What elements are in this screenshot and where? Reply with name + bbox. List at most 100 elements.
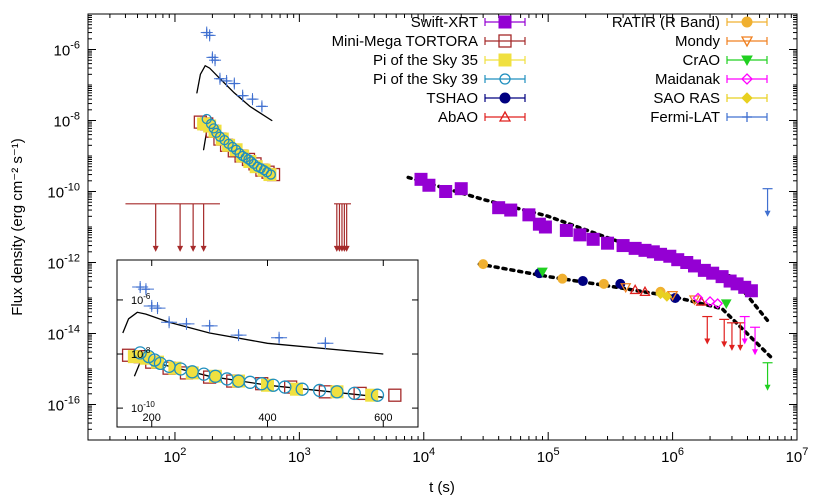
data-point bbox=[712, 298, 724, 309]
legend-label: SAO RAS bbox=[653, 90, 720, 107]
series-crao bbox=[537, 267, 773, 391]
data-point bbox=[720, 299, 732, 310]
inset-data-point bbox=[388, 388, 402, 402]
upper-limit-arrow-head bbox=[200, 245, 207, 252]
data-point-shape bbox=[601, 236, 615, 250]
y-tick-label: 10-8 bbox=[54, 111, 80, 131]
legend-marker-shape bbox=[741, 73, 753, 85]
legend-marker-shape bbox=[498, 34, 512, 48]
upper-limit-point bbox=[764, 188, 771, 217]
data-point bbox=[586, 232, 600, 246]
data-point-shape bbox=[439, 185, 453, 198]
data-point bbox=[492, 201, 506, 215]
inset-data-point bbox=[312, 383, 327, 398]
inset-data-point bbox=[165, 318, 174, 327]
model-curve-fermi-model bbox=[196, 64, 273, 122]
inset-data-point-shape bbox=[153, 356, 168, 371]
inset-data-point bbox=[205, 321, 214, 330]
inset-model-curve-fermi-model bbox=[122, 311, 384, 355]
data-point-shape bbox=[538, 220, 552, 234]
data-point bbox=[238, 91, 247, 100]
data-point bbox=[620, 283, 632, 294]
upper-limit-arrow-head bbox=[152, 245, 159, 252]
inset-data-point-shape bbox=[133, 346, 147, 360]
data-point bbox=[230, 79, 239, 88]
data-point bbox=[504, 203, 518, 217]
data-point-shape bbox=[454, 182, 468, 196]
inset-data-point-shape bbox=[388, 388, 402, 402]
upper-limit-point-head bbox=[721, 341, 728, 348]
inset-data-point bbox=[275, 333, 284, 342]
data-point bbox=[211, 56, 220, 65]
legend-marker bbox=[499, 92, 511, 104]
data-point-shape bbox=[265, 169, 277, 180]
data-point bbox=[559, 223, 573, 237]
data-point bbox=[577, 276, 588, 287]
legend-label: AbAO bbox=[438, 109, 478, 126]
data-point-shape bbox=[577, 276, 588, 287]
data-point bbox=[639, 285, 651, 296]
upper-limit-point bbox=[764, 362, 771, 391]
series-maidanak bbox=[692, 292, 761, 356]
inset-data-point-shape bbox=[370, 388, 385, 402]
y-tick-label: 10-10 bbox=[47, 182, 80, 202]
legend-label: Pi of the Sky 39 bbox=[373, 71, 478, 88]
upper-limit-point bbox=[741, 316, 748, 345]
legend-entry-ratir-r-band: RATIR (R Band) bbox=[612, 14, 768, 31]
legend-marker-shape bbox=[499, 73, 511, 85]
legend-marker-shape bbox=[498, 110, 512, 122]
inset-data-point bbox=[321, 339, 330, 348]
upper-limit-point-head bbox=[704, 338, 711, 345]
data-point bbox=[478, 259, 489, 270]
data-point-shape bbox=[522, 208, 536, 222]
data-point-shape bbox=[688, 295, 701, 306]
inset-data-point bbox=[153, 304, 162, 313]
series-swift-xrt bbox=[414, 172, 758, 298]
upper-limit-point bbox=[752, 327, 759, 356]
data-point bbox=[616, 239, 630, 253]
data-point bbox=[454, 182, 468, 196]
legend-marker bbox=[741, 73, 753, 85]
legend-label: Mini-Mega TORTORA bbox=[332, 33, 478, 50]
inset-y-tick-label: 10-8 bbox=[131, 346, 151, 361]
data-point-shape bbox=[573, 228, 587, 242]
x-tick-label: 103 bbox=[288, 446, 311, 466]
legend-marker-shape bbox=[741, 16, 753, 28]
data-point bbox=[439, 185, 453, 198]
data-point-shape bbox=[616, 239, 630, 253]
upper-limit-point-head bbox=[764, 384, 771, 391]
data-point bbox=[257, 102, 266, 111]
inset-data-point bbox=[185, 366, 199, 380]
inset-data-point bbox=[347, 386, 361, 401]
data-point bbox=[422, 178, 436, 192]
inset-series-fermi-lat bbox=[132, 281, 334, 350]
inset-y-tick-label: 10-6 bbox=[131, 292, 151, 307]
legend-entry-sao-ras: SAO RAS bbox=[653, 90, 768, 107]
upper-limit-arrow-head bbox=[190, 245, 197, 252]
legend-marker bbox=[742, 112, 752, 122]
legend-marker bbox=[498, 34, 512, 48]
upper-limit-arrow bbox=[200, 203, 207, 252]
legend-label: TSHAO bbox=[426, 90, 478, 107]
data-point bbox=[522, 208, 536, 222]
data-point-shape bbox=[712, 298, 724, 309]
legend-marker bbox=[498, 15, 512, 29]
data-point-shape bbox=[744, 284, 758, 298]
inset-data-point bbox=[370, 388, 385, 402]
series-sao-ras bbox=[655, 288, 673, 302]
inset-x-tick-label: 600 bbox=[374, 412, 392, 424]
data-point bbox=[538, 220, 552, 234]
legend-label: RATIR (R Band) bbox=[612, 14, 720, 31]
inset-data-point-shape bbox=[278, 380, 292, 394]
data-point bbox=[222, 76, 231, 85]
inset-x-tick-label: 400 bbox=[258, 412, 276, 424]
legend-entry-pi-of-the-sky-35: Pi of the Sky 35 bbox=[373, 52, 526, 69]
data-point-shape bbox=[246, 156, 257, 167]
upper-limit-group-1 bbox=[333, 203, 351, 252]
inset-y-tick-label: 10-10 bbox=[131, 400, 155, 415]
data-point bbox=[692, 292, 704, 304]
